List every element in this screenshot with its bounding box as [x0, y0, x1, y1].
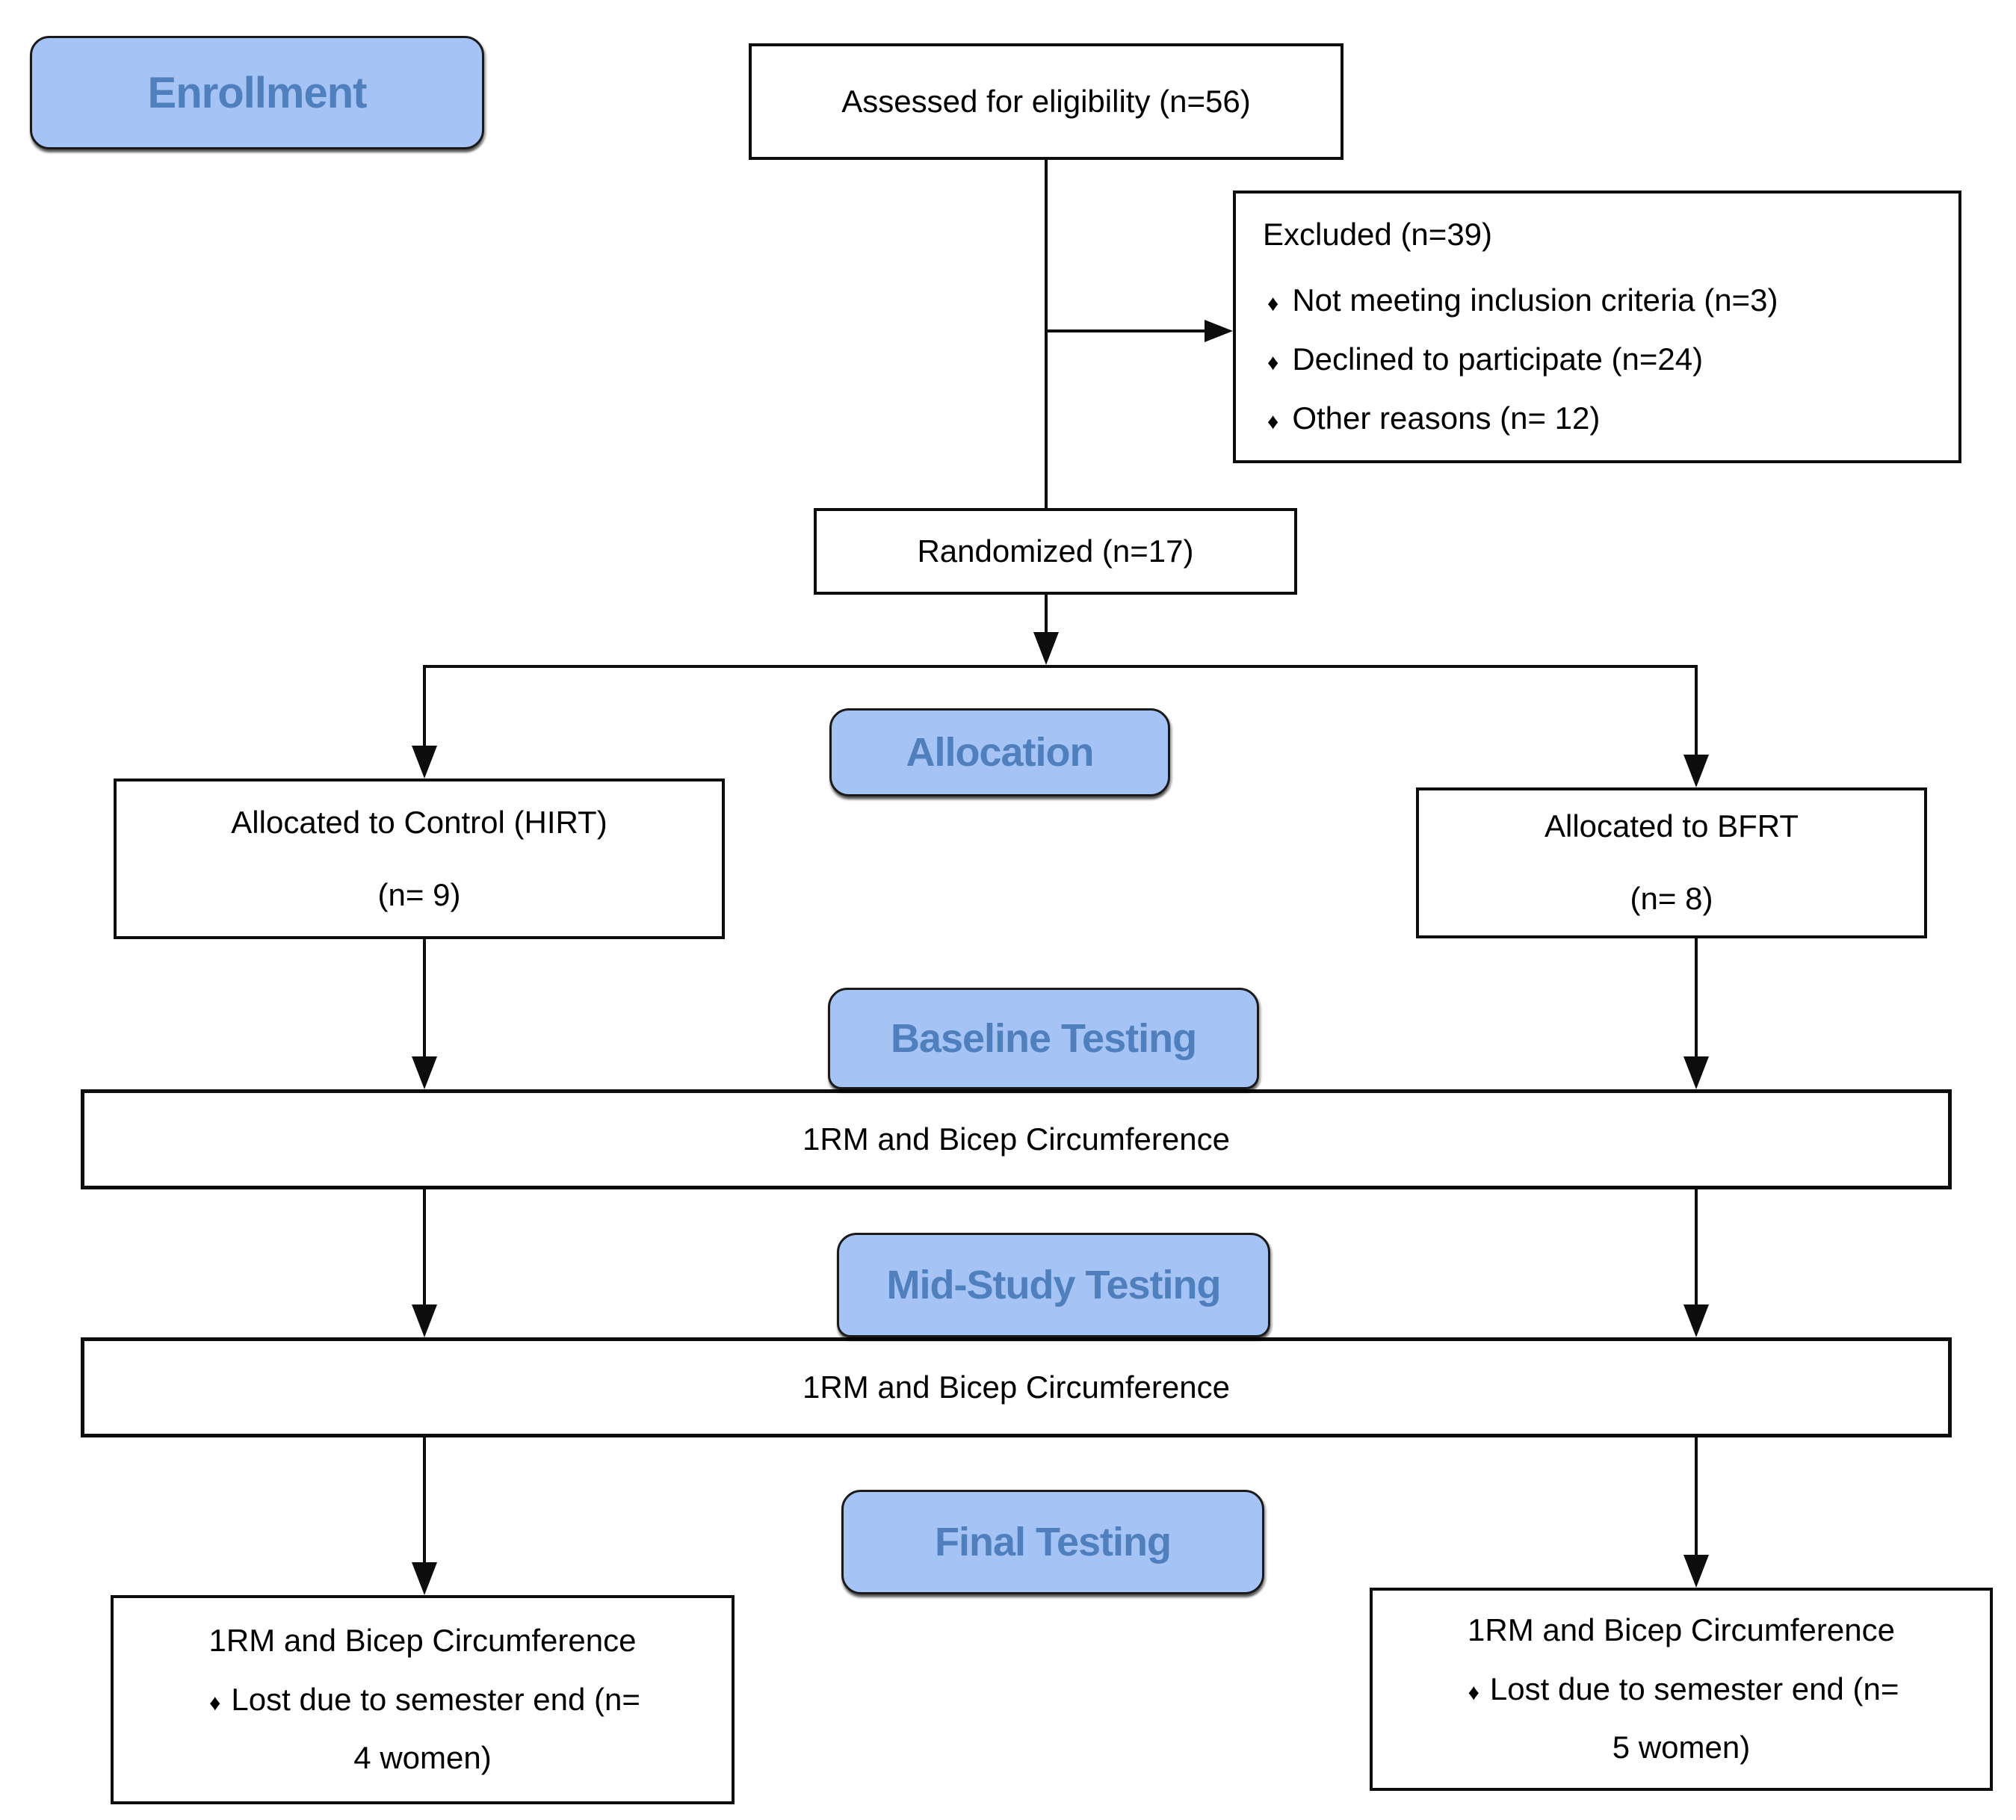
final-control-measure: 1RM and Bicep Circumference	[208, 1622, 637, 1658]
diamond-bullet-icon: ♦	[1267, 350, 1279, 375]
line-left-to-midstudy	[423, 1189, 426, 1307]
diamond-bullet-icon: ♦	[1267, 409, 1279, 434]
stage-label-midstudy-testing: Mid-Study Testing	[837, 1233, 1270, 1337]
stage-label-baseline-text: Baseline Testing	[890, 1016, 1197, 1061]
final-bfrt-loss-line: ♦ Lost due to semester end (n=	[1464, 1668, 1899, 1712]
excluded-bullet-text: Declined to participate (n=24)	[1292, 341, 1704, 377]
arrow-down-midstudy-right-icon	[1683, 1304, 1709, 1337]
allocated-bfrt-name: Allocated to BFRT	[1544, 808, 1799, 844]
line-left-branch-drop	[423, 665, 426, 749]
arrow-down-alloc-right-icon	[1683, 755, 1709, 787]
final-control-loss-line: ♦ Lost due to semester end (n=	[205, 1678, 640, 1722]
line-left-to-final	[423, 1437, 426, 1565]
allocated-control-box: Allocated to Control (HIRT) (n= 9)	[114, 779, 725, 939]
excluded-bullet-text: Other reasons (n= 12)	[1292, 400, 1601, 436]
arrow-right-excluded-icon	[1205, 320, 1233, 342]
arrow-down-final-right-icon	[1683, 1555, 1709, 1588]
stage-label-baseline-testing: Baseline Testing	[828, 988, 1259, 1089]
baseline-measure-text: 1RM and Bicep Circumference	[803, 1121, 1230, 1157]
excluded-bullet-row: ♦ Other reasons (n= 12)	[1263, 398, 1600, 439]
arrow-down-baseline-right-icon	[1683, 1056, 1709, 1089]
stage-label-allocation-text: Allocation	[906, 730, 1094, 775]
excluded-box: Excluded (n=39) ♦ Not meeting inclusion …	[1233, 191, 1961, 463]
final-bfrt-measure: 1RM and Bicep Circumference	[1468, 1612, 1895, 1647]
stage-label-allocation: Allocation	[829, 708, 1170, 796]
line-randomized-drop	[1045, 595, 1048, 634]
arrow-down-junction-icon	[1033, 632, 1059, 665]
arrow-down-baseline-left-icon	[412, 1056, 437, 1089]
allocated-control-n: (n= 9)	[377, 876, 461, 912]
stage-label-enrollment-text: Enrollment	[147, 68, 368, 117]
final-control-loss-text: Lost due to semester end (n=	[231, 1681, 640, 1717]
arrow-down-midstudy-left-icon	[412, 1304, 437, 1337]
allocated-bfrt-n: (n= 8)	[1630, 881, 1713, 916]
excluded-bullet-row: ♦ Declined to participate (n=24)	[1263, 339, 1703, 380]
diamond-bullet-icon: ♦	[209, 1690, 221, 1715]
assessed-eligibility-text: Assessed for eligibility (n=56)	[841, 83, 1251, 119]
stage-label-final-text: Final Testing	[934, 1520, 1172, 1564]
baseline-measure-box: 1RM and Bicep Circumference	[81, 1089, 1952, 1189]
line-right-branch-drop	[1695, 665, 1698, 758]
midstudy-measure-text: 1RM and Bicep Circumference	[803, 1369, 1230, 1405]
allocated-control-name: Allocated to Control (HIRT)	[231, 804, 607, 840]
diamond-bullet-icon: ♦	[1468, 1680, 1479, 1705]
final-control-loss-count: 4 women)	[353, 1740, 492, 1776]
line-to-excluded	[1046, 329, 1208, 332]
line-branch-horizontal	[423, 665, 1698, 668]
diamond-bullet-icon: ♦	[1267, 291, 1279, 317]
line-left-to-baseline	[423, 939, 426, 1059]
randomized-box: Randomized (n=17)	[814, 508, 1297, 595]
final-bfrt-box: 1RM and Bicep Circumference ♦ Lost due to…	[1370, 1588, 1993, 1791]
arrow-down-alloc-left-icon	[412, 746, 437, 779]
line-assessed-to-randomized	[1045, 160, 1048, 508]
final-bfrt-loss-count: 5 women)	[1612, 1730, 1751, 1765]
midstudy-measure-box: 1RM and Bicep Circumference	[81, 1337, 1952, 1437]
final-bfrt-loss-text: Lost due to semester end (n=	[1489, 1671, 1899, 1706]
line-right-to-baseline	[1695, 938, 1698, 1059]
final-control-box: 1RM and Bicep Circumference ♦ Lost due to…	[111, 1595, 735, 1804]
randomized-text: Randomized (n=17)	[917, 533, 1194, 569]
stage-label-midstudy-text: Mid-Study Testing	[886, 1263, 1222, 1307]
excluded-bullet-text: Not meeting inclusion criteria (n=3)	[1292, 282, 1778, 318]
assessed-eligibility-box: Assessed for eligibility (n=56)	[749, 43, 1344, 160]
stage-label-final-testing: Final Testing	[841, 1490, 1264, 1594]
stage-label-enrollment: Enrollment	[30, 36, 484, 149]
line-right-to-final	[1695, 1437, 1698, 1558]
excluded-title: Excluded (n=39)	[1263, 217, 1493, 252]
arrow-down-final-left-icon	[412, 1562, 437, 1595]
excluded-bullet-row: ♦ Not meeting inclusion criteria (n=3)	[1263, 280, 1778, 321]
line-right-to-midstudy	[1695, 1189, 1698, 1307]
allocated-bfrt-box: Allocated to BFRT (n= 8)	[1416, 787, 1927, 938]
